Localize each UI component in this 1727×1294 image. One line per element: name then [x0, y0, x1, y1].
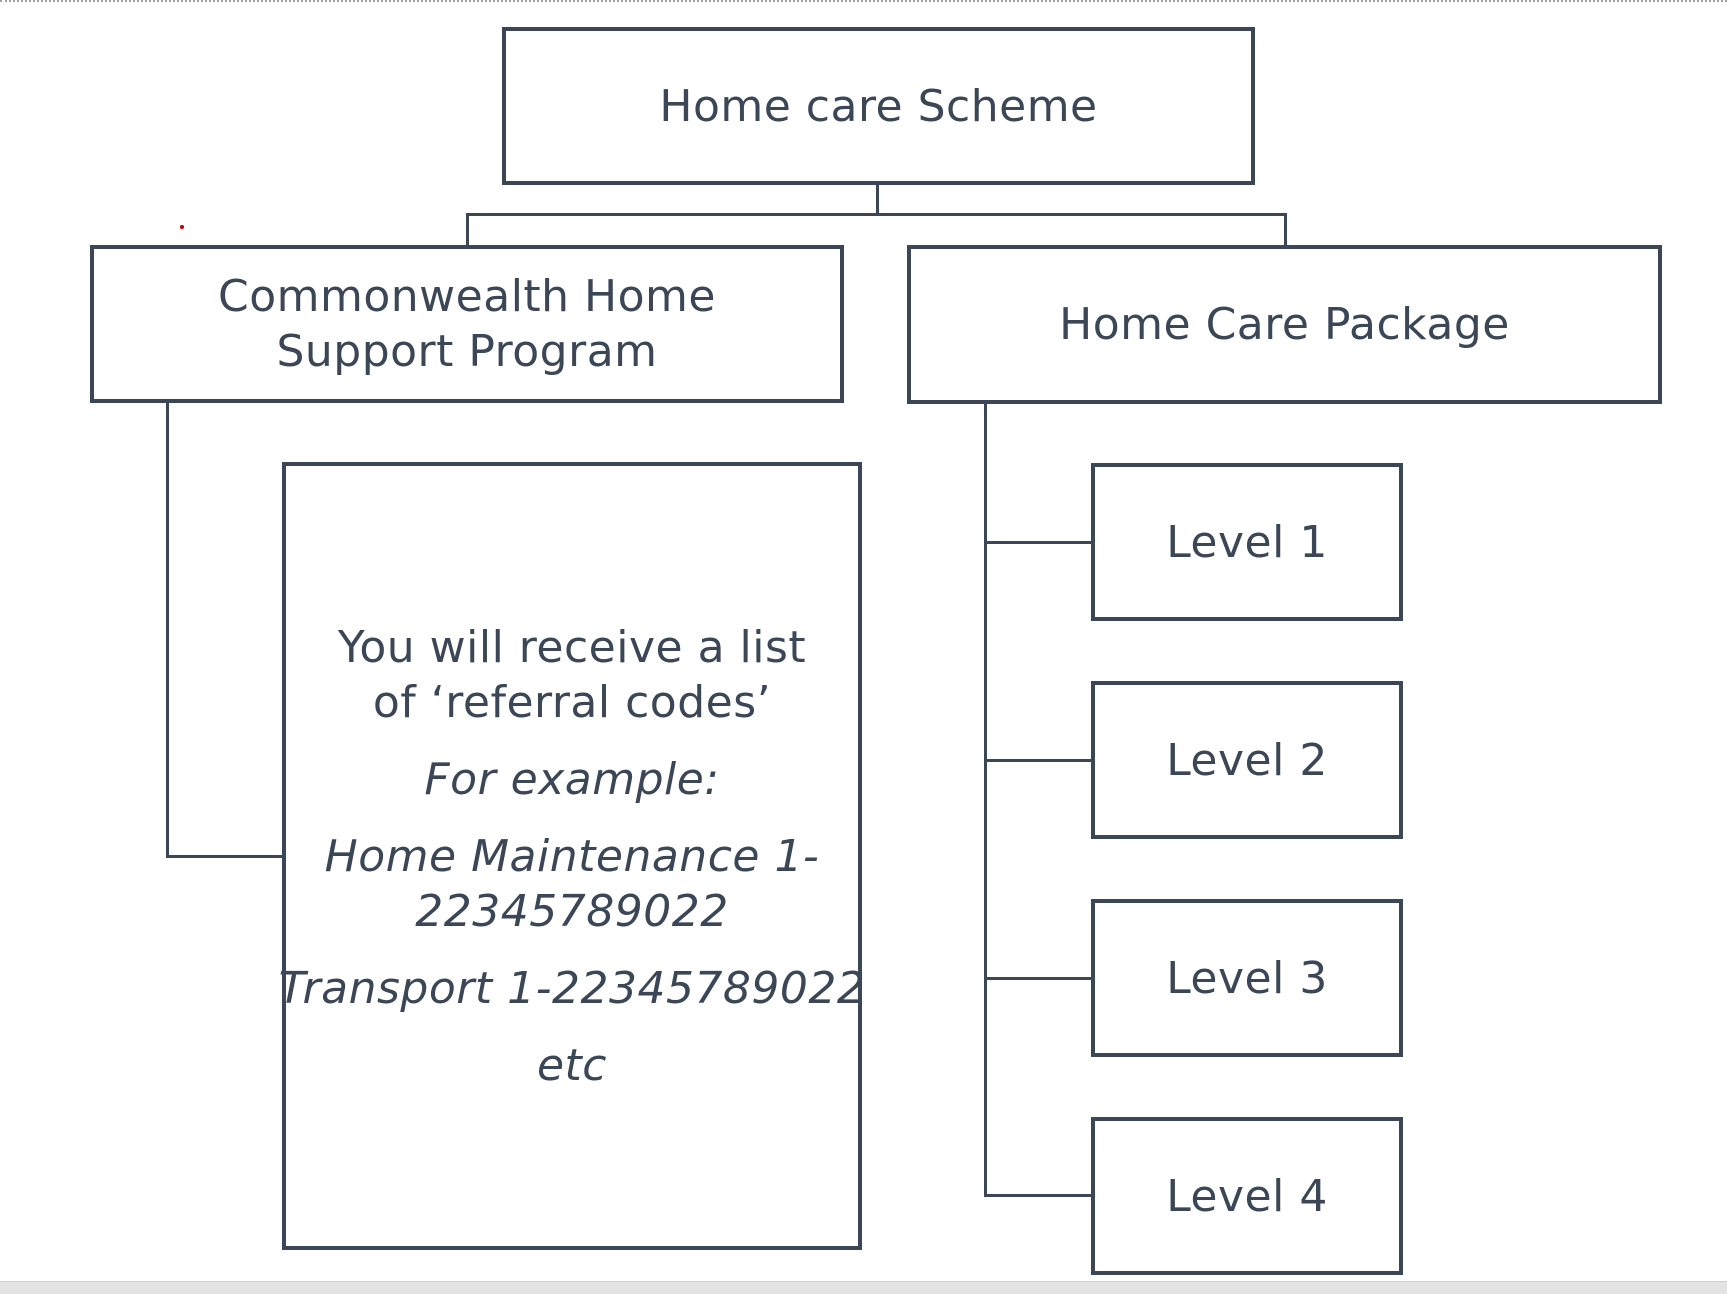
level-3-connector — [984, 977, 1094, 980]
home-care-scheme-box: Home care Scheme — [502, 27, 1255, 185]
levels-connector-vertical — [984, 401, 987, 1197]
level-1-connector — [984, 541, 1094, 544]
stray-red-dot — [180, 225, 184, 229]
level-3-box: Level 3 — [1091, 899, 1403, 1057]
level-4-label: Level 4 — [1166, 1170, 1328, 1222]
left-details-connector-horizontal — [166, 855, 286, 858]
root-connector-vertical — [876, 184, 879, 216]
home-care-package-box: Home Care Package — [907, 245, 1662, 404]
bottom-scroll-strip — [0, 1281, 1727, 1294]
example-etc: etc — [536, 1039, 607, 1091]
commonwealth-home-support-program-box: Commonwealth Home Support Program — [90, 245, 844, 403]
example-transport: Transport 1-22345789022 — [278, 962, 866, 1014]
commonwealth-home-support-program-label: Commonwealth Home Support Program — [218, 271, 716, 377]
level-1-label: Level 1 — [1166, 516, 1328, 568]
level-3-label: Level 3 — [1166, 952, 1328, 1004]
top-dotted-border — [0, 0, 1727, 2]
level-2-connector — [984, 759, 1094, 762]
example-heading: For example: — [424, 753, 720, 805]
level-4-connector — [984, 1194, 1094, 1197]
referral-codes-intro: You will receive a list of ‘referral cod… — [337, 621, 807, 728]
home-care-package-label: Home Care Package — [1059, 299, 1510, 350]
referral-codes-box: You will receive a list of ‘referral cod… — [279, 462, 865, 1250]
right-branch-drop — [1284, 213, 1287, 248]
home-care-scheme-label: Home care Scheme — [659, 80, 1098, 132]
level-4-box: Level 4 — [1091, 1117, 1403, 1275]
root-connector-horizontal — [466, 213, 1287, 216]
example-home-maintenance: Home Maintenance 1-22345789022 — [324, 830, 820, 937]
left-details-connector-vertical — [166, 400, 169, 858]
left-branch-drop — [466, 213, 469, 248]
level-2-label: Level 2 — [1166, 734, 1328, 786]
level-2-box: Level 2 — [1091, 681, 1403, 839]
level-1-box: Level 1 — [1091, 463, 1403, 621]
